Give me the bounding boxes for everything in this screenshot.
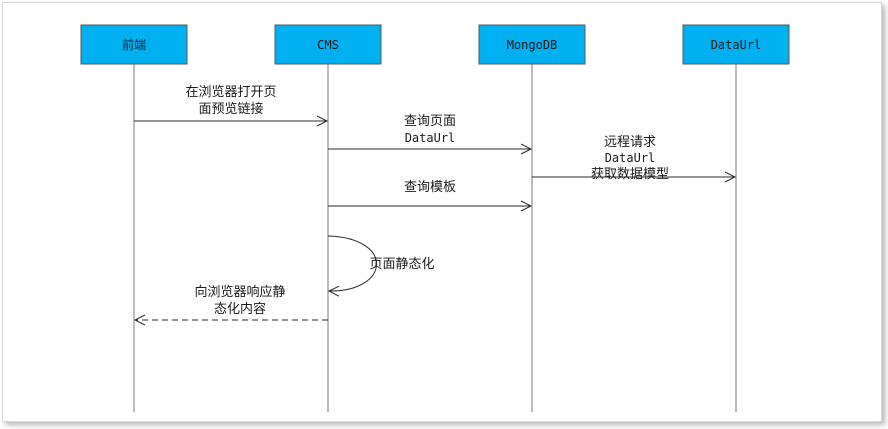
participant-frontend: 前端 xyxy=(80,24,188,65)
message-remote-request: 远程请求 DataUrl 获取数据模型 xyxy=(532,135,735,182)
message-label: 页面静态化 xyxy=(369,257,434,272)
participant-mongodb-label: MongoDB xyxy=(507,38,558,52)
message-return-static-content: 向浏览器响应静 态化内容 xyxy=(135,284,328,320)
participant-cms-label: CMS xyxy=(317,38,339,52)
message-query-template: 查询模板 xyxy=(328,180,531,206)
self-call-arrow xyxy=(328,235,377,291)
message-label: 查询页面 xyxy=(404,114,456,129)
message-label: 远程请求 xyxy=(604,135,656,150)
message-open-preview: 在浏览器打开页 面预览链接 xyxy=(134,84,327,121)
participant-frontend-label: 前端 xyxy=(122,37,146,52)
diagram-frame xyxy=(2,2,882,422)
participant-dataurl-label: DataUrl xyxy=(711,38,762,52)
message-label: 获取数据模型 xyxy=(591,167,669,182)
participant-mongodb: MongoDB xyxy=(478,24,586,65)
message-label: 态化内容 xyxy=(214,301,266,317)
message-label: DataUrl xyxy=(405,131,456,145)
message-label: 在浏览器打开页 xyxy=(185,84,276,100)
message-label: 向浏览器响应静 xyxy=(194,284,285,300)
participant-cms: CMS xyxy=(274,24,382,65)
message-label: 查询模板 xyxy=(404,180,456,195)
message-staticize-page: 页面静态化 xyxy=(328,235,435,291)
message-label: DataUrl xyxy=(605,151,656,165)
participant-dataurl: DataUrl xyxy=(682,24,790,65)
message-label: 面预览链接 xyxy=(198,101,263,117)
message-query-dataurl: 查询页面 DataUrl xyxy=(328,114,531,149)
